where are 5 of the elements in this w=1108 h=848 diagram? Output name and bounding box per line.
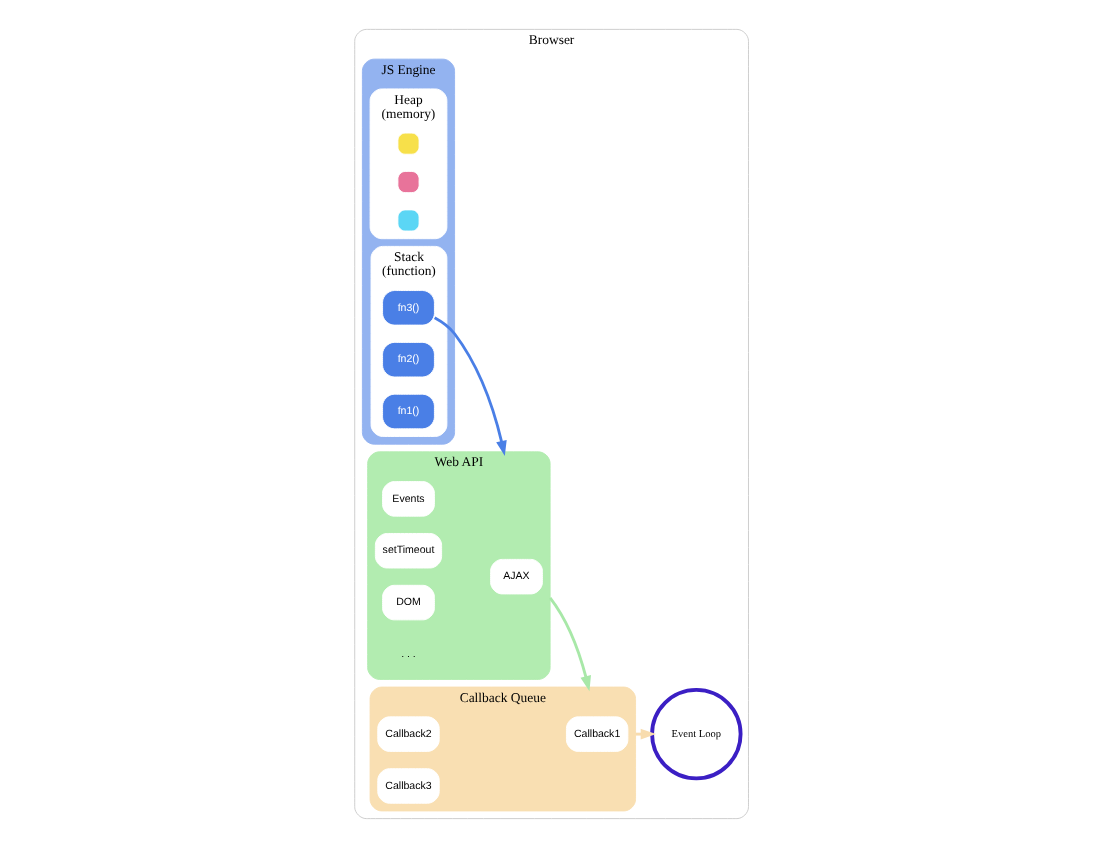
node-box	[397, 171, 420, 194]
arrow	[548, 596, 591, 692]
arrow	[433, 316, 507, 457]
node-box	[397, 132, 420, 155]
node-box	[397, 209, 420, 232]
